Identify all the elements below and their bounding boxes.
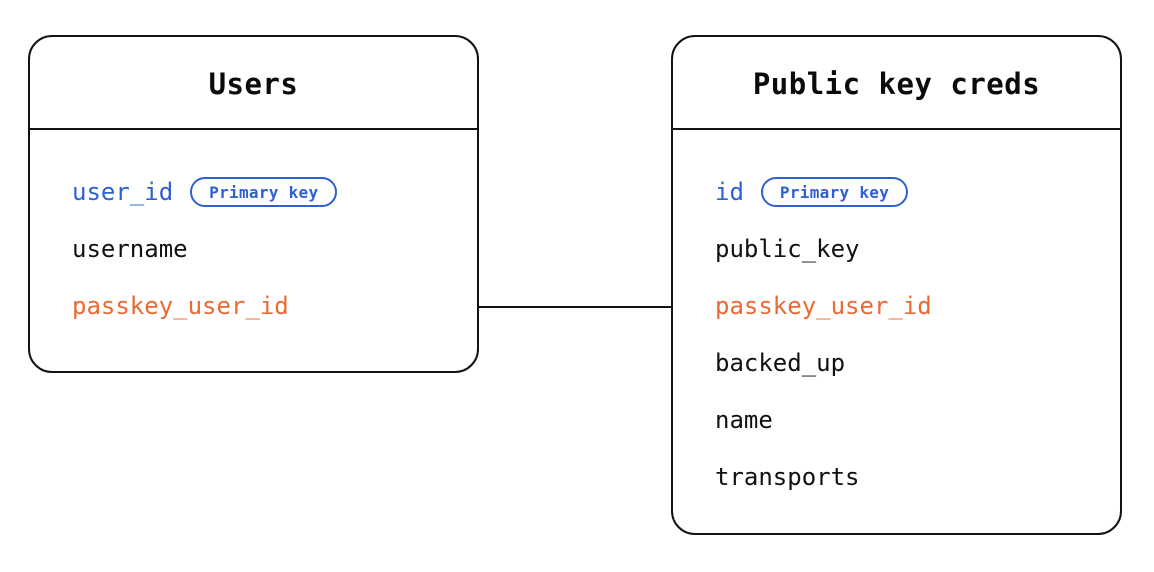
field-row-name[interactable]: name bbox=[715, 403, 773, 437]
field-row-username[interactable]: username bbox=[72, 232, 188, 266]
primary-key-badge: Primary key bbox=[760, 177, 909, 207]
field-name-name: name bbox=[715, 406, 773, 434]
field-row-id[interactable]: id Primary key bbox=[715, 175, 909, 209]
field-name-passkey_user_id: passkey_user_id bbox=[72, 292, 289, 320]
relationship-line-users-to-public-key-creds bbox=[479, 306, 671, 308]
field-row-public_key[interactable]: public_key bbox=[715, 232, 860, 266]
field-row-transports[interactable]: transports bbox=[715, 460, 860, 494]
field-name-public_key: public_key bbox=[715, 235, 860, 263]
field-name-backed_up: backed_up bbox=[715, 349, 846, 377]
field-name-transports: transports bbox=[715, 463, 860, 491]
field-row-backed_up[interactable]: backed_up bbox=[715, 346, 845, 380]
field-name-username: username bbox=[72, 235, 188, 263]
field-row-user_id[interactable]: user_id Primary key bbox=[72, 175, 338, 209]
field-name-user_id: user_id bbox=[72, 178, 174, 206]
field-name-id: id bbox=[715, 178, 744, 206]
field-name-passkey_user_id: passkey_user_id bbox=[715, 292, 932, 320]
entity-title-public-key-creds: Public key creds bbox=[752, 67, 1041, 101]
field-row-passkey_user_id[interactable]: passkey_user_id bbox=[715, 289, 932, 323]
entity-header-divider-public-key-creds bbox=[673, 128, 1120, 130]
field-row-passkey_user_id[interactable]: passkey_user_id bbox=[72, 289, 289, 323]
entity-header-divider-users bbox=[30, 128, 477, 130]
primary-key-badge: Primary key bbox=[190, 177, 338, 207]
entity-title-users: Users bbox=[208, 67, 299, 101]
